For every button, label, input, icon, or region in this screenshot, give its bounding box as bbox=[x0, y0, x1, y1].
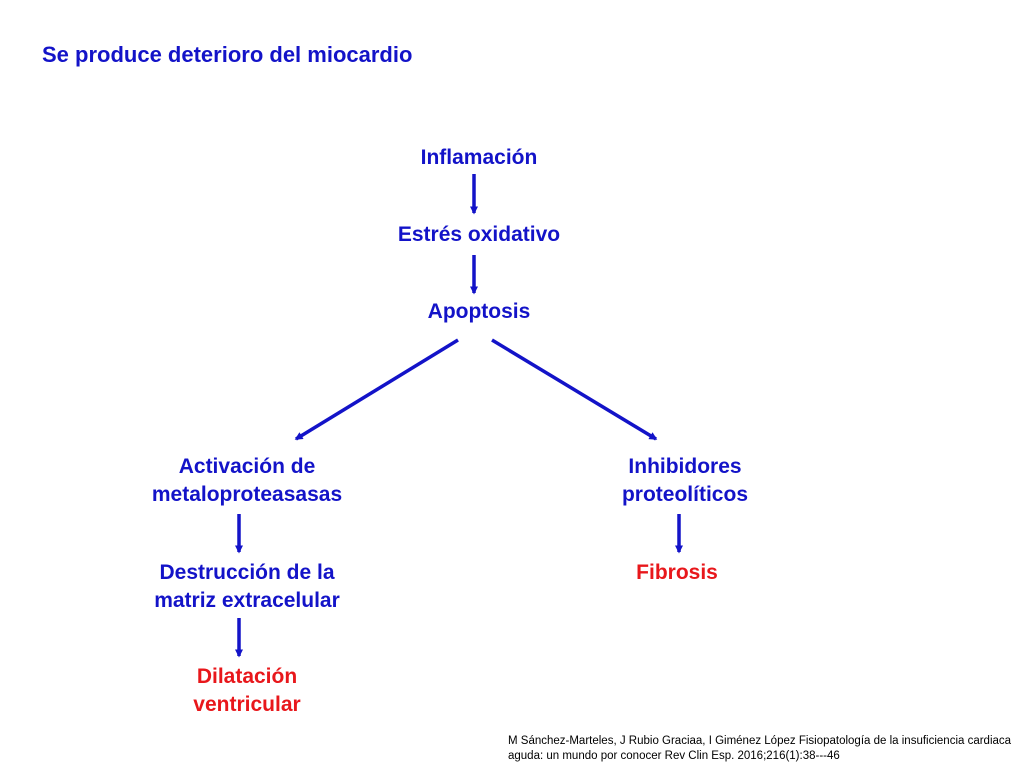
node-dilatacion-ventricular: Dilatación ventricular bbox=[147, 663, 347, 719]
node-destruccion-line-2: matriz extracelular bbox=[154, 589, 340, 612]
citation-line-1: M Sánchez-Marteles, J Rubio Graciaa, I G… bbox=[508, 735, 1012, 747]
node-inhibidores-line-1: Inhibidores bbox=[628, 455, 742, 478]
node-inflamacion: Inflamación bbox=[379, 144, 579, 172]
node-destruccion-line-1: Destrucción de la bbox=[159, 561, 335, 584]
node-activacion-line-1: Activación de bbox=[178, 455, 316, 478]
node-inflamacion-label: Inflamación bbox=[420, 146, 538, 169]
node-apoptosis: Apoptosis bbox=[379, 298, 579, 326]
node-inhibidores-line-2: proteolíticos bbox=[621, 483, 748, 506]
node-activacion-line-2: metaloproteasasas bbox=[151, 483, 343, 506]
reference-citation: M Sánchez-Marteles, J Rubio Graciaa, I G… bbox=[508, 734, 1011, 764]
node-activacion-metaloproteasas: Activación de metaloproteasasas bbox=[107, 453, 387, 509]
slide-title: Se produce deterioro del miocardio bbox=[42, 42, 413, 67]
node-dilatacion-line-1: Dilatación bbox=[196, 665, 298, 688]
node-apoptosis-label: Apoptosis bbox=[427, 300, 531, 323]
node-dilatacion-line-2: ventricular bbox=[193, 693, 301, 716]
arrow-apoptosis-to-activacion bbox=[294, 338, 459, 441]
citation-line-2: aguda: un mundo por conocer Rev Clin Esp… bbox=[508, 750, 840, 762]
node-fibrosis: Fibrosis bbox=[577, 559, 777, 587]
node-fibrosis-label: Fibrosis bbox=[636, 561, 718, 584]
node-inhibidores-proteoliticos: Inhibidores proteolíticos bbox=[555, 453, 815, 509]
node-destruccion-matriz: Destrucción de la matriz extracelular bbox=[107, 559, 387, 615]
node-estres-label: Estrés oxidativo bbox=[397, 223, 561, 246]
arrow-apoptosis-to-inhibidores bbox=[491, 338, 658, 441]
node-estres-oxidativo: Estrés oxidativo bbox=[349, 221, 609, 249]
